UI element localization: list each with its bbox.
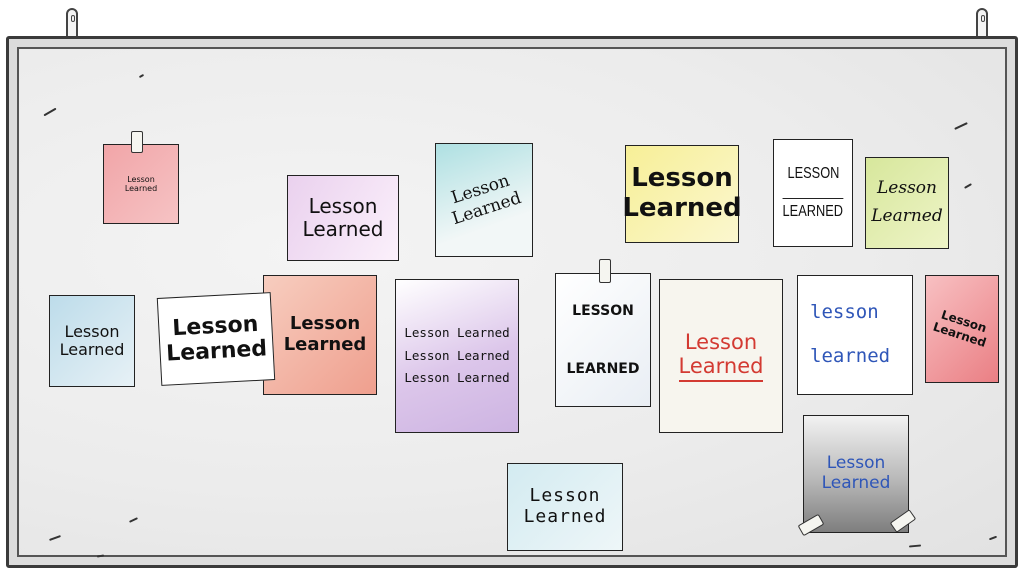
note-line-2: Lesson Learned [404, 347, 510, 363]
marker-stroke [43, 107, 57, 117]
left-hanging-hook [66, 8, 78, 38]
sticky-note-white-tilted: Lesson Learned [156, 292, 276, 386]
marker-stroke [138, 73, 145, 79]
note-line-1: Lesson [684, 329, 758, 354]
note-line-1: Lesson [877, 178, 937, 199]
note-line-2: Learned [622, 193, 742, 223]
note-line-2: Learned [871, 206, 943, 226]
note-line-1: LESSON [787, 165, 839, 183]
marker-stroke [96, 554, 105, 558]
sticky-note-gray: Lesson Learned [803, 415, 909, 533]
sticky-note-green-script: Lesson Learned [865, 157, 949, 249]
note-line-1: Lesson [64, 321, 120, 341]
note-line-2: Learned [302, 217, 384, 241]
sticky-note-small-pink: Lesson Learned [103, 144, 179, 224]
sticky-note-yellow: Lesson Learned [622, 145, 742, 243]
sticky-note-bottom-blue: Lesson Learned [507, 463, 623, 551]
note-line-1: Lesson [289, 313, 361, 335]
sticky-note-light-blue: Lesson Learned [49, 295, 135, 387]
note-line-1: Lesson Learned [404, 325, 510, 341]
sticky-note-white-caps: LESSON LEARNED [773, 139, 853, 247]
note-line-1: LESSON [572, 302, 634, 319]
note-line-2: LEARNED [566, 361, 640, 377]
note-line-1: Lesson [127, 174, 155, 184]
sticky-note-salmon: Lesson Learned [263, 275, 377, 395]
note-line-1: Lesson [631, 163, 733, 194]
note-line-1: Lesson [826, 453, 886, 474]
sticky-note-white-blue: lesson learned [797, 275, 913, 395]
whiteboard-surface: Lesson Learned Lesson Learned Lesson Lea… [17, 47, 1007, 558]
marker-stroke [954, 122, 968, 130]
note-line-2: Learned [283, 334, 367, 355]
note-line-2: Learned [165, 336, 268, 367]
note-line-2: Learned [523, 506, 607, 527]
marker-stroke [908, 544, 922, 548]
tape-piece [131, 131, 143, 153]
note-line-2: LEARNED [782, 197, 844, 221]
note-line-2: Learned [678, 354, 764, 383]
note-line-2: Learned [821, 473, 891, 493]
sticky-note-lilac: Lesson Learned [287, 175, 399, 261]
note-line-1: Lesson [529, 485, 601, 507]
note-line-3: Lesson Learned [404, 370, 510, 386]
sticky-note-cream-red: Lesson Learned [659, 279, 783, 433]
sticky-note-white-bold-caps: LESSON LEARNED [555, 273, 651, 407]
marker-stroke [964, 183, 972, 189]
right-hanging-hook [976, 8, 988, 38]
sticky-note-purple: Lesson Learned Lesson Learned Lesson Lea… [395, 279, 519, 433]
note-line-1: lesson [810, 301, 879, 324]
sticky-note-red-tilted: Lesson Learned [925, 275, 999, 383]
note-line-2: Learned [59, 340, 125, 359]
marker-stroke [49, 535, 61, 541]
note-line-2: learned [810, 345, 891, 367]
marker-stroke [988, 535, 998, 541]
whiteboard-frame: Lesson Learned Lesson Learned Lesson Lea… [6, 36, 1018, 568]
sticky-note-teal: Lesson Learned [435, 143, 533, 257]
tape-piece [599, 259, 611, 283]
note-line-2: Learned [124, 184, 158, 193]
note-line-1: Lesson [308, 194, 378, 218]
marker-stroke [128, 517, 139, 523]
